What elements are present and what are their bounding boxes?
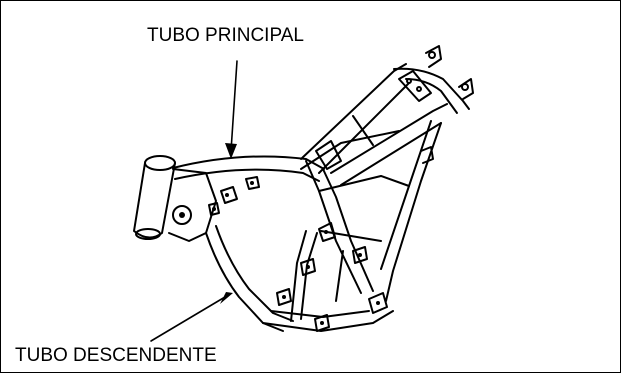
- upper-rails: [300, 63, 448, 186]
- head-gusset: [168, 168, 217, 242]
- main-tube-label: TUBO PRINCIPAL: [147, 25, 304, 46]
- arrowhead-down-tube: [220, 292, 233, 304]
- seat-stays: [380, 120, 442, 302]
- down-tube: [205, 225, 294, 332]
- leader-lines: [150, 60, 238, 342]
- mount-brackets: [208, 176, 388, 332]
- arrowhead-main-tube: [225, 143, 237, 159]
- down-tube-label: TUBO DESCENDENTE: [15, 345, 217, 366]
- steering-head: [133, 155, 192, 240]
- rear-loop: [393, 45, 474, 114]
- center-spine: [305, 140, 410, 294]
